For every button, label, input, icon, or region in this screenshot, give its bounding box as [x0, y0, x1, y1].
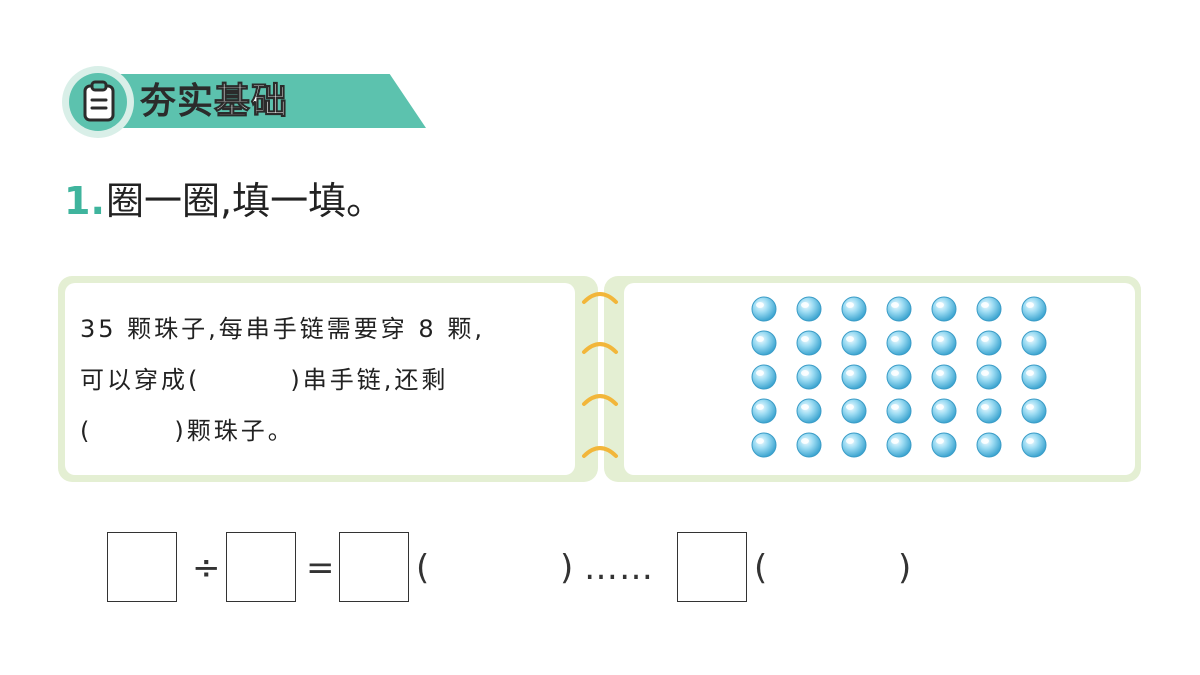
bead-highlight [756, 370, 764, 376]
clipboard-icon [83, 80, 115, 122]
bead-highlight [891, 302, 899, 308]
bead[interactable] [1021, 330, 1047, 356]
bead-highlight [1026, 404, 1034, 410]
bead[interactable] [931, 296, 957, 322]
bead[interactable] [886, 432, 912, 458]
bead-highlight [756, 336, 764, 342]
bead-highlight [756, 438, 764, 444]
bead-highlight [756, 404, 764, 410]
bead-highlight [846, 302, 854, 308]
bead-highlight [936, 302, 944, 308]
bead[interactable] [751, 330, 777, 356]
bead[interactable] [1021, 398, 1047, 424]
bead-highlight [1026, 370, 1034, 376]
bead[interactable] [796, 432, 822, 458]
bead-highlight [981, 404, 989, 410]
dividend-box[interactable] [107, 532, 177, 602]
remainder-box[interactable] [677, 532, 747, 602]
quotient-unit-close: ) [560, 548, 574, 588]
bead-highlight [801, 302, 809, 308]
bead[interactable] [751, 398, 777, 424]
bead[interactable] [931, 432, 957, 458]
bead[interactable] [976, 432, 1002, 458]
bead[interactable] [841, 398, 867, 424]
question-instruction: 圈一圈,填一填。 [106, 179, 385, 223]
bead-highlight [936, 404, 944, 410]
problem-text: 35 颗珠子,每串手链需要穿 8 颗, 可以穿成()串手链,还剩 ()颗珠子。 [80, 304, 560, 457]
bead-highlight [801, 336, 809, 342]
bead[interactable] [976, 398, 1002, 424]
bead[interactable] [796, 330, 822, 356]
divide-sign: ÷ [192, 548, 221, 588]
bead[interactable] [751, 364, 777, 390]
badge-tab [96, 74, 426, 128]
bead-highlight [981, 336, 989, 342]
bead-highlight [981, 438, 989, 444]
bead[interactable] [751, 432, 777, 458]
bead[interactable] [931, 330, 957, 356]
bead-highlight [846, 336, 854, 342]
ring-2 [582, 342, 618, 354]
remainder-unit-open: ( [754, 548, 768, 588]
bead[interactable] [1021, 364, 1047, 390]
bead-highlight [891, 438, 899, 444]
bead[interactable] [841, 364, 867, 390]
bead-highlight [891, 336, 899, 342]
bead-highlight [801, 438, 809, 444]
bead-highlight [801, 370, 809, 376]
bead-highlight [801, 404, 809, 410]
bead[interactable] [886, 364, 912, 390]
problem-line-3: ()颗珠子。 [80, 417, 295, 445]
bead[interactable] [841, 330, 867, 356]
bead-highlight [1026, 336, 1034, 342]
ring-3 [582, 394, 618, 406]
bead-highlight [936, 336, 944, 342]
bead[interactable] [841, 432, 867, 458]
beads-panel [604, 276, 1141, 482]
bead[interactable] [1021, 432, 1047, 458]
bead[interactable] [796, 296, 822, 322]
bead[interactable] [1021, 296, 1047, 322]
bead[interactable] [886, 398, 912, 424]
bead-highlight [1026, 302, 1034, 308]
beads-grid[interactable] [750, 296, 1050, 466]
ring-4 [582, 446, 618, 458]
notebook-rings [582, 292, 618, 458]
bead-highlight [891, 370, 899, 376]
bead[interactable] [886, 330, 912, 356]
bead-highlight [981, 302, 989, 308]
quotient-box[interactable] [339, 532, 409, 602]
section-title: 夯实基础 [140, 81, 289, 123]
bead[interactable] [886, 296, 912, 322]
bead[interactable] [796, 364, 822, 390]
bead-highlight [936, 370, 944, 376]
bead-highlight [846, 404, 854, 410]
bead[interactable] [796, 398, 822, 424]
quotient-unit-open: ( [416, 548, 430, 588]
bead[interactable] [931, 364, 957, 390]
remainder-unit-close: ) [898, 548, 912, 588]
ring-1 [582, 292, 618, 304]
bead[interactable] [976, 296, 1002, 322]
bead-highlight [1026, 438, 1034, 444]
divisor-box[interactable] [226, 532, 296, 602]
equals-sign: = [306, 548, 335, 588]
bead-highlight [981, 370, 989, 376]
problem-panel [58, 276, 598, 482]
bead[interactable] [751, 296, 777, 322]
bead-highlight [891, 404, 899, 410]
section-badge: 夯实基础 [62, 66, 426, 140]
bead-highlight [936, 438, 944, 444]
bead[interactable] [841, 296, 867, 322]
bead-highlight [756, 302, 764, 308]
question-number: 1. [64, 179, 105, 223]
bead[interactable] [976, 364, 1002, 390]
bead[interactable] [931, 398, 957, 424]
problem-line-1: 35 颗珠子,每串手链需要穿 8 颗, [80, 315, 485, 343]
remainder-dots: …… [584, 548, 654, 588]
bead[interactable] [976, 330, 1002, 356]
bead-highlight [846, 370, 854, 376]
problem-line-2: 可以穿成()串手链,还剩 [80, 366, 449, 394]
bead-highlight [846, 438, 854, 444]
